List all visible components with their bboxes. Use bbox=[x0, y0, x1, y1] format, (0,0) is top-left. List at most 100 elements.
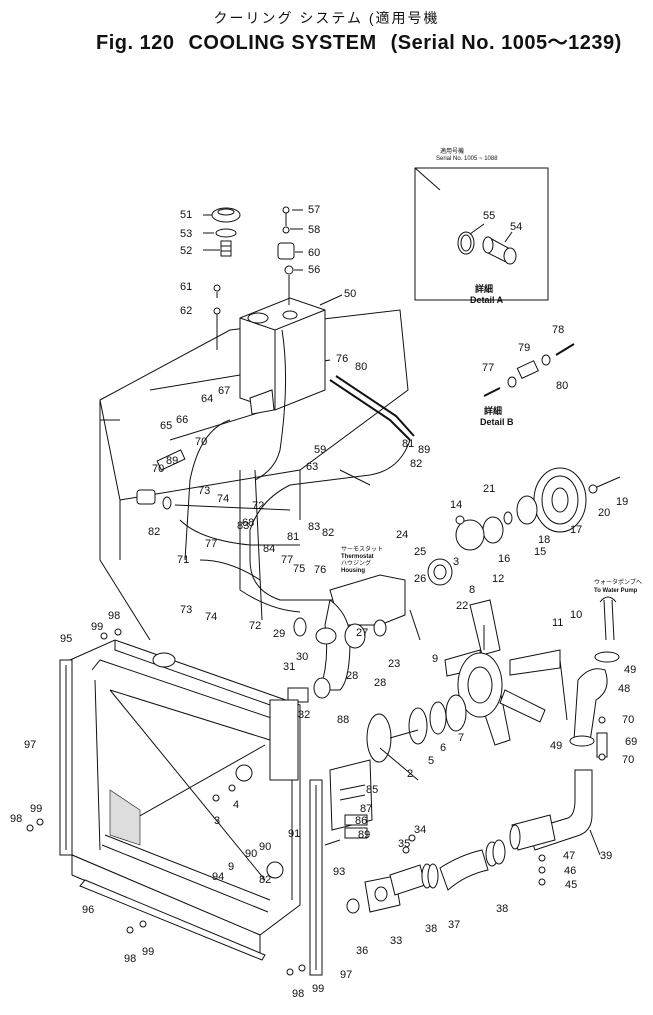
callout-23: 23 bbox=[388, 658, 400, 670]
callout-58: 58 bbox=[308, 224, 320, 236]
callout-26: 26 bbox=[414, 573, 426, 585]
callout-6: 6 bbox=[440, 742, 446, 754]
callout-47: 47 bbox=[563, 850, 575, 862]
callout-32: 32 bbox=[298, 709, 310, 721]
callout-63: 63 bbox=[306, 461, 318, 473]
callout-68: 68 bbox=[242, 517, 254, 529]
callouts: 5153525758605661625076806467666570708959… bbox=[10, 204, 637, 1000]
detail-a-part-54: 54 bbox=[510, 221, 522, 233]
callout-12: 12 bbox=[492, 573, 504, 585]
callout-87: 87 bbox=[360, 803, 372, 815]
callout-95: 95 bbox=[60, 633, 72, 645]
bolts-61-62 bbox=[213, 284, 221, 350]
callout-28: 28 bbox=[346, 670, 358, 682]
callout-30: 30 bbox=[296, 651, 308, 663]
shroud-bracket bbox=[324, 759, 373, 846]
reserve-tank bbox=[239, 297, 326, 415]
callout-35: 35 bbox=[398, 838, 410, 850]
water-pump-label: To Water Pump bbox=[594, 588, 638, 594]
detail-b-part-78: 78 bbox=[552, 324, 564, 336]
detail-b-part-79: 79 bbox=[518, 342, 530, 354]
callout-27: 27 bbox=[356, 627, 368, 639]
callout-56: 56 bbox=[308, 264, 320, 276]
callout-49: 49 bbox=[550, 740, 562, 752]
callout-99: 99 bbox=[312, 983, 324, 995]
callout-99: 99 bbox=[142, 946, 154, 958]
callout-98: 98 bbox=[124, 953, 136, 965]
callout-73: 73 bbox=[180, 604, 192, 616]
callout-59: 59 bbox=[314, 444, 326, 456]
callout-19: 19 bbox=[616, 496, 628, 508]
callout-2: 2 bbox=[407, 768, 413, 780]
callout-74: 74 bbox=[217, 493, 229, 505]
callout-72: 72 bbox=[252, 500, 264, 512]
callout-88: 88 bbox=[337, 714, 349, 726]
callout-80: 80 bbox=[355, 361, 367, 373]
mounting-bolts bbox=[26, 628, 306, 976]
callout-67: 67 bbox=[218, 385, 230, 397]
callout-14: 14 bbox=[450, 499, 462, 511]
callout-76: 76 bbox=[336, 353, 348, 365]
callout-71: 71 bbox=[177, 554, 189, 566]
callout-15: 15 bbox=[534, 546, 546, 558]
callout-49: 49 bbox=[624, 664, 636, 676]
callout-5: 5 bbox=[428, 755, 434, 767]
callout-4: 4 bbox=[233, 799, 239, 811]
callout-89: 89 bbox=[418, 444, 430, 456]
callout-9: 9 bbox=[432, 653, 438, 665]
callout-97: 97 bbox=[24, 739, 36, 751]
fan-assembly bbox=[366, 599, 561, 763]
housing-label-jp: ハウジング bbox=[341, 559, 371, 567]
callout-8: 8 bbox=[469, 584, 475, 596]
callout-89: 89 bbox=[358, 829, 370, 841]
detail-a-serial: Serial No. 1005 ~ 1088 bbox=[436, 156, 498, 162]
callout-9: 9 bbox=[228, 861, 234, 873]
water-pump-label-jp: ウォータポンプへ bbox=[594, 578, 642, 586]
callout-53: 53 bbox=[180, 228, 192, 240]
callout-3: 3 bbox=[214, 815, 220, 827]
callout-36: 36 bbox=[356, 945, 368, 957]
callout-22: 22 bbox=[456, 600, 468, 612]
detail-b-part-77: 77 bbox=[482, 362, 494, 374]
callout-66: 66 bbox=[176, 414, 188, 426]
callout-90: 90 bbox=[245, 848, 257, 860]
callout-17: 17 bbox=[570, 524, 582, 536]
thermostat-label: Thermostat bbox=[341, 554, 374, 560]
callout-21: 21 bbox=[483, 483, 495, 495]
callout-91: 91 bbox=[288, 828, 300, 840]
callout-20: 20 bbox=[598, 507, 610, 519]
callout-86: 86 bbox=[355, 815, 367, 827]
water-pump-hoses: ウォータポンプへ To Water Pump bbox=[509, 578, 642, 886]
callout-60: 60 bbox=[308, 247, 320, 259]
callout-84: 84 bbox=[263, 543, 275, 555]
callout-98: 98 bbox=[108, 610, 120, 622]
callout-34: 34 bbox=[414, 824, 426, 836]
callout-98: 98 bbox=[292, 988, 304, 1000]
callout-61: 61 bbox=[180, 281, 192, 293]
callout-99: 99 bbox=[91, 621, 103, 633]
callout-98: 98 bbox=[10, 813, 22, 825]
hose-routing bbox=[136, 329, 415, 621]
callout-45: 45 bbox=[565, 879, 577, 891]
callout-83: 83 bbox=[237, 520, 249, 532]
thermostat-housing: サーモスタット Thermostat ハウジング Housing bbox=[287, 545, 406, 703]
detail-a-label: Detail A bbox=[470, 295, 504, 305]
callout-77: 77 bbox=[205, 538, 217, 550]
callout-73: 73 bbox=[198, 485, 210, 497]
callout-62: 62 bbox=[180, 305, 192, 317]
cap-assembly bbox=[211, 207, 241, 257]
figure-serial: (Serial No. 1005～1239) bbox=[390, 32, 622, 54]
callout-82: 82 bbox=[322, 527, 334, 539]
callout-65: 65 bbox=[160, 420, 172, 432]
callout-46: 46 bbox=[564, 865, 576, 877]
callout-31: 31 bbox=[283, 661, 295, 673]
callout-10: 10 bbox=[570, 609, 582, 621]
callout-90: 90 bbox=[259, 841, 271, 853]
callout-72: 72 bbox=[249, 620, 261, 632]
detail-b: 78 79 77 80 詳細 Detail B bbox=[480, 324, 575, 427]
callout-38: 38 bbox=[496, 903, 508, 915]
callout-52: 52 bbox=[180, 245, 192, 257]
callout-18: 18 bbox=[538, 534, 550, 546]
